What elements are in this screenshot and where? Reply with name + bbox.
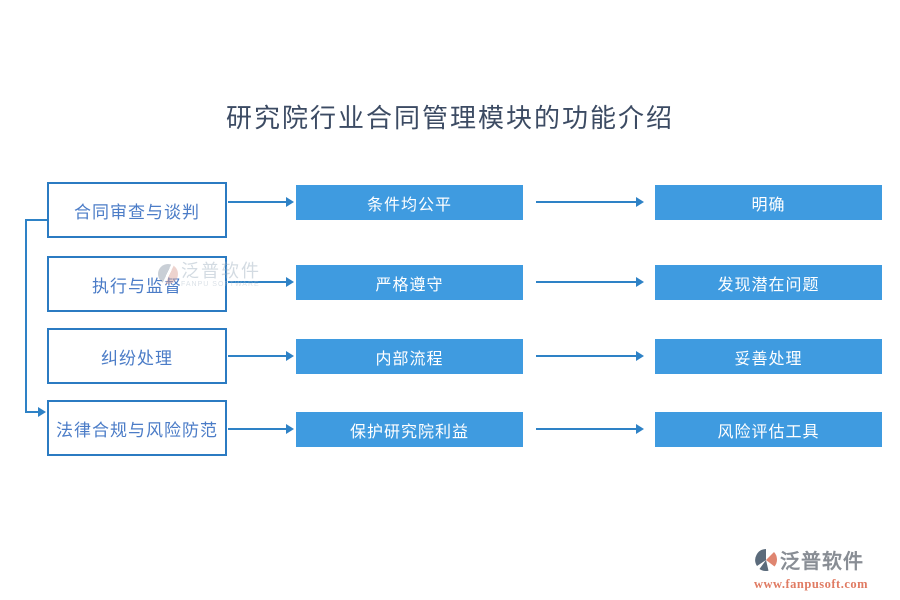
result-box: 明确	[655, 185, 882, 220]
result-box: 妥善处理	[655, 339, 882, 374]
flow-arrow	[228, 351, 294, 361]
flow-arrow	[536, 424, 644, 434]
flow-arrow	[228, 197, 294, 207]
flow-arrow	[536, 351, 644, 361]
result-box: 风险评估工具	[655, 412, 882, 447]
flow-arrow	[536, 277, 644, 287]
left-box: 执行与监督	[47, 256, 227, 312]
brand-logo: 泛普软件 www.fanpusoft.com	[754, 548, 886, 591]
left-box: 法律合规与风险防范	[47, 400, 227, 456]
brand-url: www.fanpusoft.com	[754, 576, 869, 591]
middle-box: 条件均公平	[296, 185, 523, 220]
elbow-vertical-segment	[25, 219, 27, 413]
left-box: 合同审查与谈判	[47, 182, 227, 238]
middle-box: 严格遵守	[296, 265, 523, 300]
middle-box: 保护研究院利益	[296, 412, 523, 447]
elbow-top-segment	[25, 219, 47, 221]
left-box: 纠纷处理	[47, 328, 227, 384]
result-box: 发现潜在问题	[655, 265, 882, 300]
elbow-arrow	[25, 407, 46, 417]
middle-box: 内部流程	[296, 339, 523, 374]
flow-arrow	[228, 424, 294, 434]
diagram-title: 研究院行业合同管理模块的功能介绍	[225, 104, 674, 133]
brand-name: 泛普软件	[780, 550, 864, 573]
flow-arrow	[536, 197, 644, 207]
fanpu-logo-icon	[754, 548, 778, 576]
flow-arrow	[228, 277, 294, 287]
